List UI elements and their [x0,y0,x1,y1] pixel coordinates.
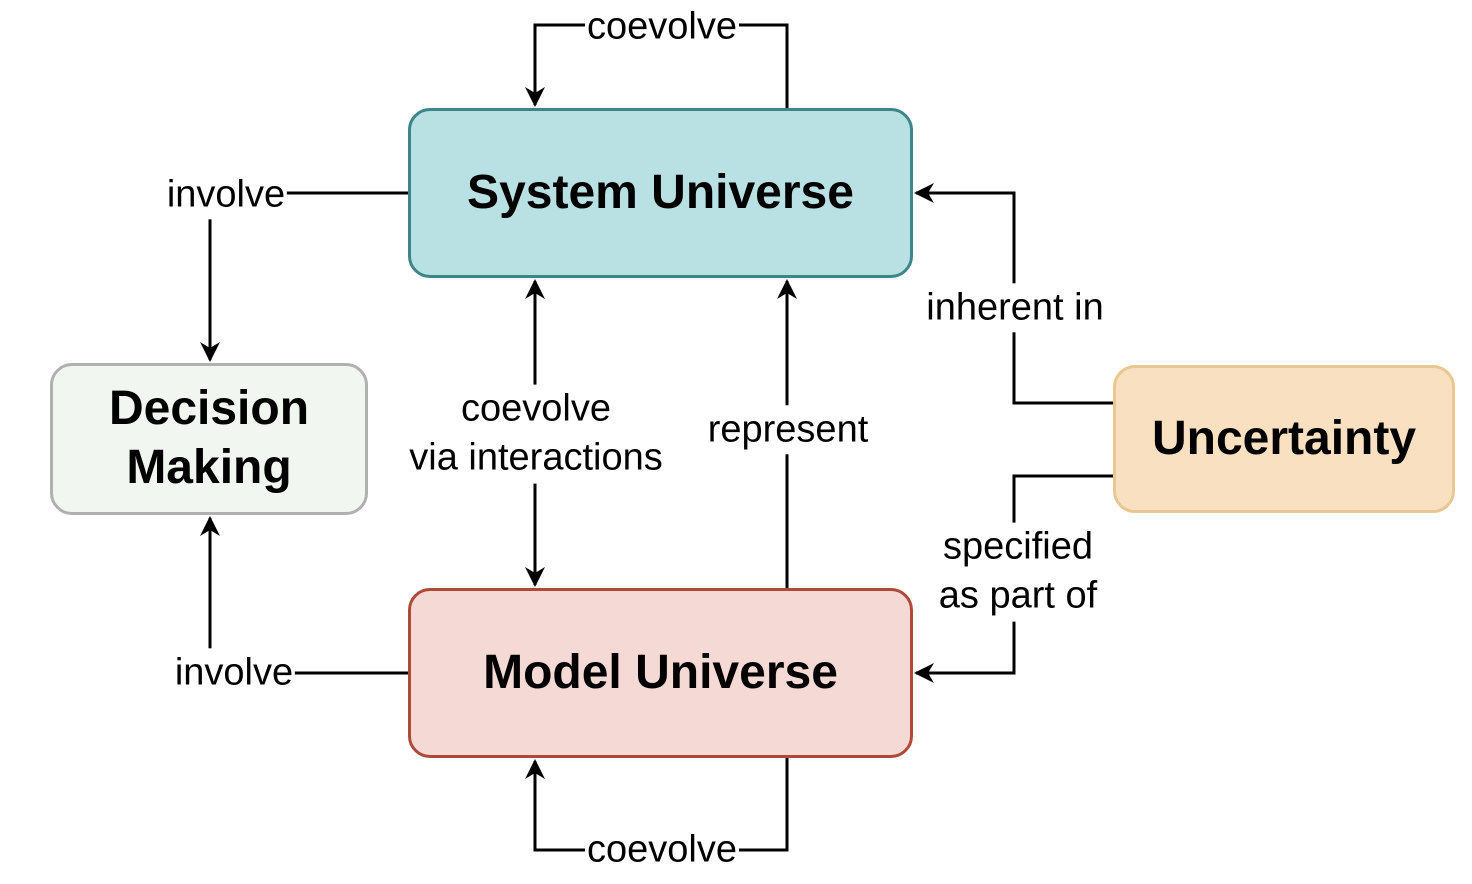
edge-label-specified-line2: as part of [938,575,1098,617]
edge-label-model-self: coevolve [585,825,739,875]
edge-label-specified-line1: specified [943,525,1093,568]
node-system-universe-label: System Universe [467,166,854,219]
node-decision-making: Decision Making [50,363,368,515]
edge-label-specified-as-part-of: specified as part of [936,522,1100,622]
node-decision-making-label-line2: Making [126,441,292,494]
node-uncertainty-label: Uncertainty [1151,412,1417,465]
edge-label-model-involve: involve [172,648,296,698]
node-uncertainty: Uncertainty [1113,365,1455,513]
edge-label-coevolve-line1: coevolve [461,387,611,430]
node-model-universe-label: Model Universe [483,646,838,699]
edge-label-coevolve-interactions: coevolve via interactions [407,384,665,484]
edge-label-system-involve: involve [164,170,288,220]
edge-label-represent: represent [705,405,871,455]
node-system-universe: System Universe [408,108,913,278]
edge-label-system-self: coevolve [585,2,739,52]
edge-label-coevolve-line2: via interactions [409,437,663,479]
node-decision-making-label-line1: Decision [108,382,310,436]
node-model-universe: Model Universe [408,588,913,758]
edge-label-inherent-in: inherent in [924,283,1106,333]
